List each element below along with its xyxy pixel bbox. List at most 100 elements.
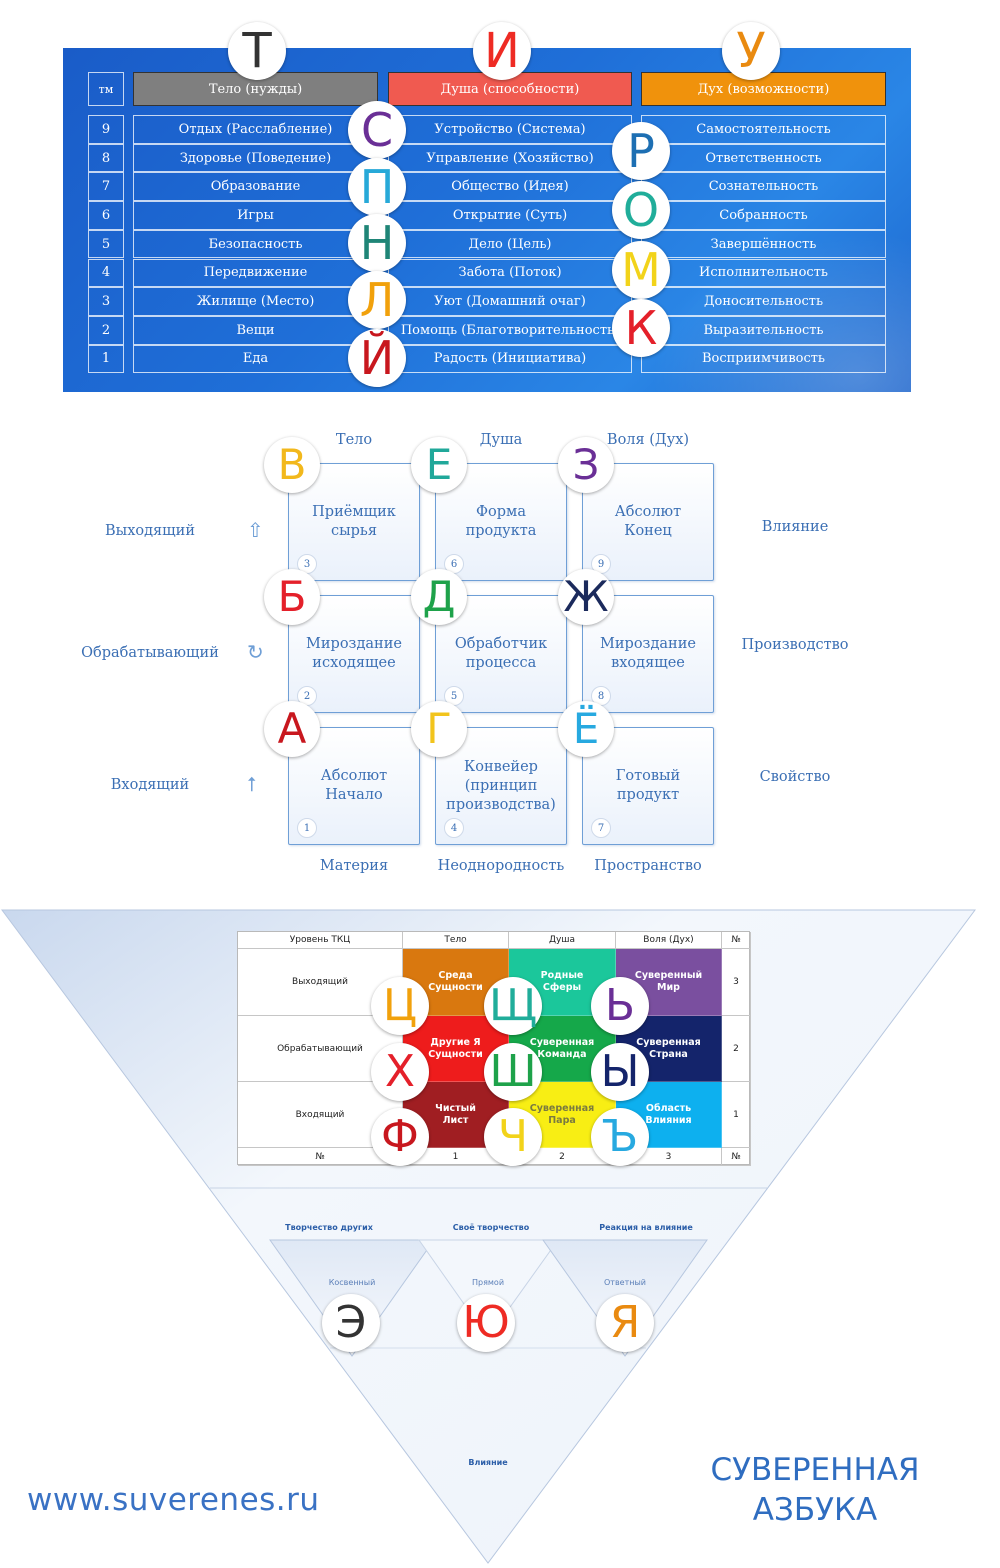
letter-circle: Т <box>228 22 286 80</box>
colored-cell-line: Суверенная <box>529 1102 595 1114</box>
colored-cell-line: Страна <box>649 1048 688 1060</box>
table-cell: Безопасность <box>133 229 378 259</box>
colored-cell-line: Среда <box>438 970 473 981</box>
letter-circle: Х <box>371 1043 429 1101</box>
brand-title: СУВЕРЕННАЯ АЗБУКА <box>690 1450 940 1530</box>
row-arrow-icon: ⭡ <box>247 772 257 796</box>
table-cell: Уют (Домашний очаг) <box>388 287 632 316</box>
table-cell: Еда <box>133 344 378 374</box>
row-arrow-icon: ⇧ <box>247 518 264 542</box>
colored-cell-line: Мир <box>657 982 680 993</box>
table-header-cell: № <box>722 932 751 949</box>
band-label: Творчество других <box>285 1223 373 1232</box>
table-cell: Восприимчивость <box>641 344 886 374</box>
colored-cell-line: Сущности <box>428 1048 483 1060</box>
grid-cell-line: Форма <box>476 504 526 520</box>
letter-circle: А <box>264 701 320 757</box>
table-cell: Сознательность <box>641 172 886 202</box>
grid-cell-line: Начало <box>325 787 383 803</box>
site-url: www.suverenes.ru <box>27 1482 320 1518</box>
letter-circle: Э <box>322 1294 380 1352</box>
table-cell: Отдых (Расслабление) <box>133 115 378 144</box>
table-cell: Общество (Идея) <box>388 172 632 202</box>
table-cell: Завершённость <box>641 229 886 259</box>
letter-circle: К <box>612 299 670 357</box>
letter-circle: Ф <box>371 1108 429 1166</box>
row-number: 2 <box>722 1016 751 1082</box>
letter-circle: Ё <box>558 701 614 757</box>
grid-cell-number: 1 <box>297 818 317 838</box>
table-header-cell: Душа <box>509 932 616 949</box>
row-number: 1 <box>88 344 124 374</box>
colored-cell-line: Чистый <box>435 1102 476 1114</box>
column-label-top: Душа <box>479 432 523 448</box>
letter-circle: Ь <box>591 977 649 1035</box>
row-number: 3 <box>722 949 751 1016</box>
table-cell: Устройство (Система) <box>388 115 632 144</box>
table-cell: Помощь (Благотворительность) <box>388 315 632 345</box>
column-label-top: Воля (Дух) <box>606 432 690 448</box>
letter-circle: П <box>348 158 406 216</box>
letter-circle: Ц <box>371 977 429 1035</box>
table-cell: Управление (Хозяйство) <box>388 143 632 173</box>
colored-cell-line: Суверенная <box>529 1036 595 1048</box>
grid-cell-line: Мироздание <box>306 636 402 652</box>
table-cell: Самостоятельность <box>641 115 886 144</box>
row-label-right: Свойство <box>759 769 831 785</box>
letter-circle: Г <box>411 701 467 757</box>
row-number: 5 <box>88 229 124 259</box>
letter-circle: О <box>612 181 670 239</box>
colored-cell-line: Область <box>645 1102 692 1114</box>
table-footer-cell: № <box>722 1148 751 1166</box>
letter-circle: Н <box>348 214 406 272</box>
letter-circle: Ю <box>457 1294 515 1352</box>
table-cell: Открытие (Суть) <box>388 201 632 230</box>
table-corner: тм <box>88 72 124 106</box>
brand-line-2: АЗБУКА <box>752 1492 878 1528</box>
letter-circle: Ж <box>558 569 614 625</box>
letter-circle: Ы <box>591 1043 649 1101</box>
grid-cell-line: исходящее <box>312 655 396 671</box>
row-number: 2 <box>88 315 124 345</box>
grid-cell-line: Абсолют <box>614 504 682 520</box>
letter-circle: Б <box>264 569 320 625</box>
grid-cell-line: Абсолют <box>320 768 388 784</box>
row-label-left: Выходящий <box>105 523 195 539</box>
grid-cell-line: Обработчик <box>454 636 548 652</box>
column-label-bottom: Неоднородность <box>437 858 565 874</box>
table-cell: Игры <box>133 201 378 230</box>
colored-cell-line: Сферы <box>542 982 582 993</box>
brand-line-1: СУВЕРЕННАЯ <box>710 1452 920 1488</box>
band-label: Реакция на влияние <box>599 1223 693 1232</box>
table-cell: Ответственность <box>641 143 886 173</box>
column-label-bottom: Материя <box>319 858 389 874</box>
colored-cell-line: Родные <box>540 970 584 981</box>
grid-cell-number: 4 <box>444 818 464 838</box>
table-cell: Жилище (Место) <box>133 287 378 316</box>
row-number: 1 <box>722 1082 751 1148</box>
sub-triangle-label: Прямой <box>471 1278 505 1287</box>
row-label-right: Производство <box>741 637 849 653</box>
row-label-right: Влияние <box>761 519 829 535</box>
row-arrow-icon: ↻ <box>247 640 264 664</box>
table-header-cell: Воля (Дух) <box>616 932 722 949</box>
grid-cell-text: Мироздание исходящее <box>306 635 402 673</box>
table-cell: Дело (Цель) <box>388 229 632 259</box>
table-cell: Собранность <box>641 201 886 230</box>
row-number: 9 <box>88 115 124 144</box>
table-cell: Доносительность <box>641 287 886 316</box>
table-cell: Исполнительность <box>641 258 886 288</box>
